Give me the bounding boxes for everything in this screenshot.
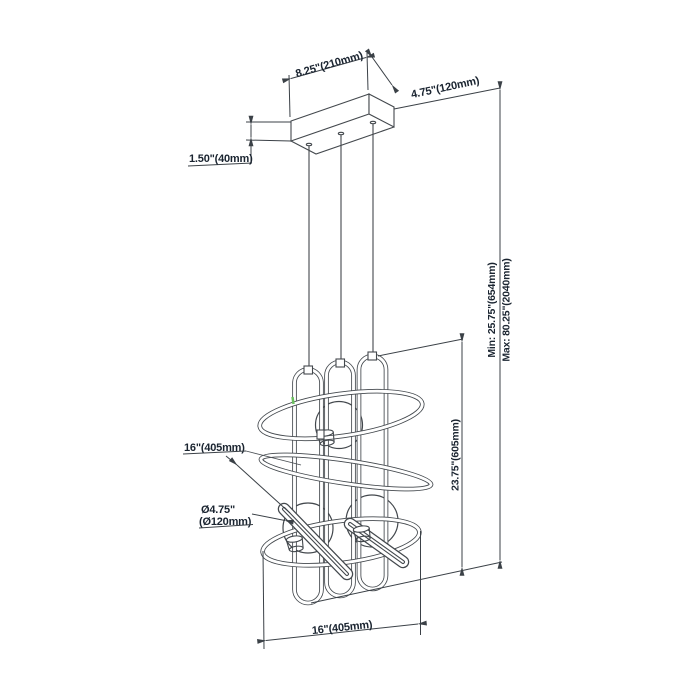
max-height-label: Max: 80.25"(2040mm) — [501, 258, 513, 361]
globe-diameter-label-line1: Ø4.75" — [201, 504, 235, 516]
socket-cup-left — [285, 535, 304, 553]
ring-diameter-label: 16"(405mm) — [184, 442, 245, 454]
min-height-label: Min: 25.75"(654mm) — [486, 262, 498, 357]
socket-cup-right — [352, 525, 371, 543]
hoop-connector-blocks — [303, 351, 378, 375]
fixture-height-label: 23.75"(605mm) — [450, 419, 462, 491]
dimension-ring-diameter: 16"(405mm) — [182, 442, 302, 514]
fixture-width-label: 16"(405mm) — [311, 619, 373, 637]
hoop-left — [292, 367, 324, 606]
dimension-canopy-height: 1.50"(40mm) — [187, 115, 292, 167]
ring-upper — [257, 388, 425, 442]
suspension-cords — [308, 125, 374, 368]
ring-middle-tilted — [258, 452, 434, 492]
stem-rod-left — [277, 502, 354, 581]
highlight-tick — [291, 396, 295, 405]
canopy-width-label: 8.25"(210mm) — [294, 49, 365, 80]
hoop-right — [356, 353, 389, 592]
bottom-plane-extension — [310, 561, 503, 604]
vertical-hoop-frames — [292, 353, 389, 606]
dimension-fixture-height: 23.75"(605mm) — [377, 333, 465, 576]
dimension-canopy-depth: 4.75"(120mm) — [364, 48, 501, 110]
socket-cups — [285, 429, 371, 553]
canopy-depth-label: 4.75"(120mm) — [410, 75, 481, 101]
hoop-middle — [324, 359, 356, 599]
dimension-min-max-height: Min: 25.75"(654mm) Max: 80.25"(2040mm) — [486, 81, 513, 569]
dimension-globe-diameter: Ø4.75" (Ø120mm) — [198, 504, 295, 529]
ceiling-canopy — [290, 93, 395, 155]
canopy-height-label: 1.50"(40mm) — [189, 153, 253, 165]
